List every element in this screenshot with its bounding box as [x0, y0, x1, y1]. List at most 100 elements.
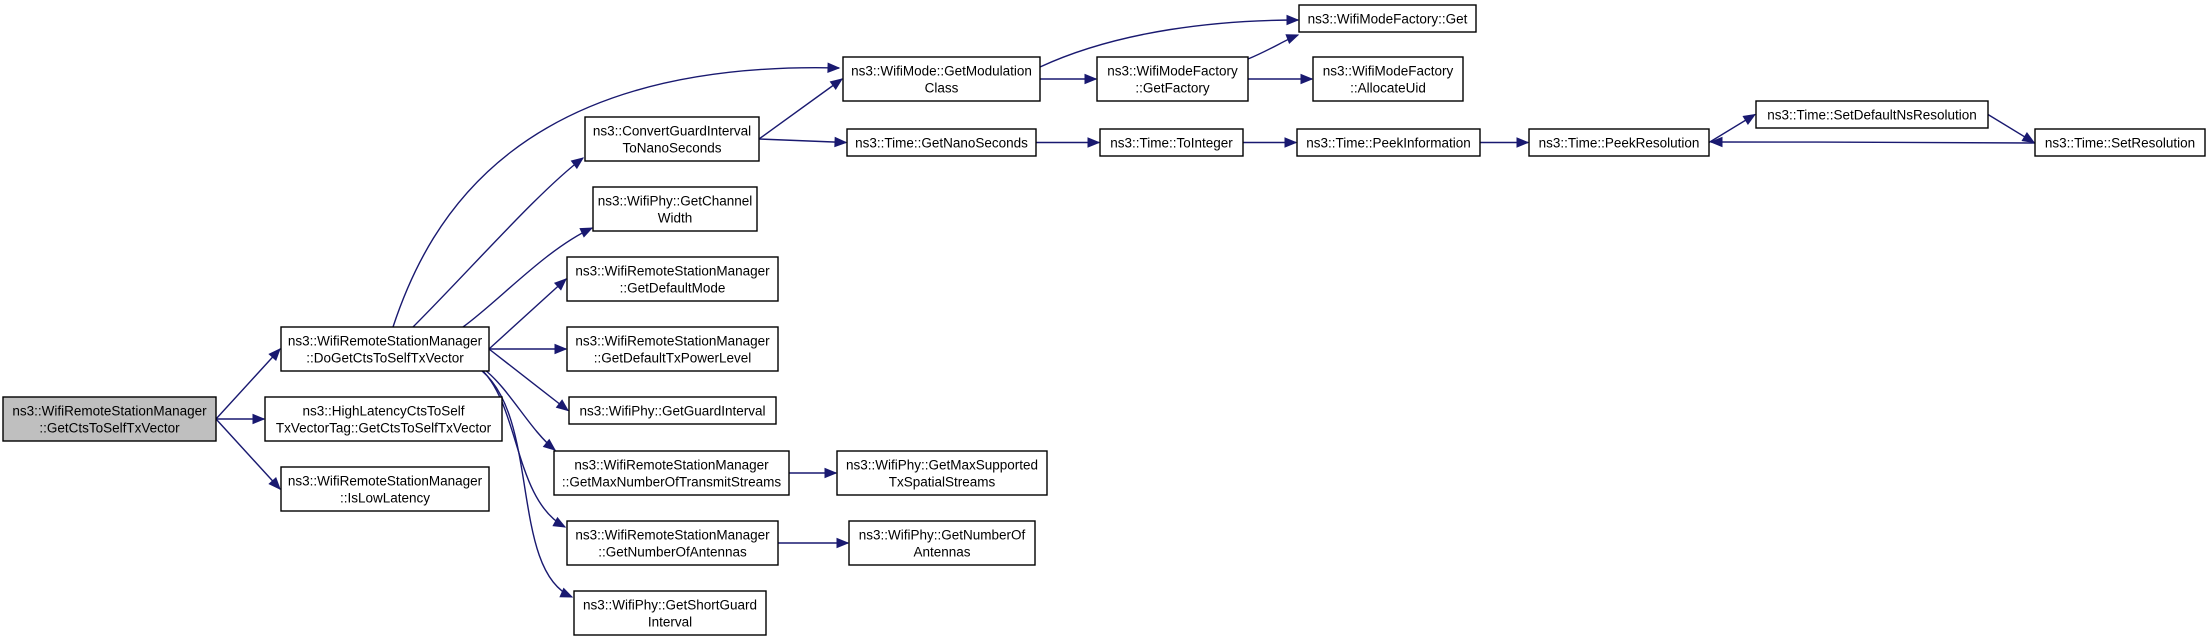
- node-box[interactable]: [848, 520, 1036, 566]
- node-box[interactable]: [280, 466, 490, 512]
- node-box[interactable]: [566, 256, 779, 302]
- arrowhead-maxstreams-to-maxsupp: [824, 467, 838, 479]
- node-defmode[interactable]: ns3::WifiRemoteStationManager::GetDefaul…: [566, 256, 779, 302]
- node-box[interactable]: [1099, 128, 1244, 157]
- edge-setres-to-peekres: [1709, 136, 2036, 148]
- edge-convgi-to-nanosec: [758, 136, 848, 148]
- arrowhead-setres-to-peekres: [1709, 136, 1723, 148]
- arrowhead-doget-to-chanw: [579, 227, 594, 238]
- node-phyant[interactable]: ns3::WifiPhy::GetNumberOfAntennas: [848, 520, 1036, 566]
- node-box[interactable]: [836, 450, 1048, 496]
- edge-doget-to-deftx: [489, 343, 568, 355]
- node-box[interactable]: [1298, 4, 1477, 33]
- node-setdef[interactable]: ns3::Time::SetDefaultNsResolution: [1755, 100, 1989, 129]
- node-box[interactable]: [573, 590, 767, 636]
- node-box[interactable]: [846, 128, 1037, 157]
- node-deftx[interactable]: ns3::WifiRemoteStationManager::GetDefaul…: [566, 326, 779, 372]
- node-setres[interactable]: ns3::Time::SetResolution: [2034, 128, 2206, 157]
- edge-getfact-to-factget: [1247, 34, 1300, 60]
- node-box[interactable]: [280, 326, 490, 372]
- node-gi[interactable]: ns3::WifiPhy::GetGuardInterval: [568, 396, 777, 425]
- node-label: ns3::WifiRemoteStationManager: [288, 474, 483, 489]
- node-highlat[interactable]: ns3::HighLatencyCtsToSelfTxVectorTag::Ge…: [264, 396, 503, 442]
- node-box[interactable]: [1312, 56, 1464, 102]
- node-box[interactable]: [592, 186, 758, 232]
- node-box[interactable]: [2, 396, 217, 442]
- edge-peekres-to-setdef: [1708, 113, 1757, 144]
- edge-getfact-to-allocuid: [1248, 73, 1314, 85]
- arrowhead-modclass-to-factget: [1286, 14, 1300, 26]
- edge-line-modclass-to-factget: [1039, 19, 1299, 68]
- node-label: ns3::WifiRemoteStationManager: [288, 334, 483, 349]
- node-box[interactable]: [566, 520, 779, 566]
- node-box[interactable]: [566, 326, 779, 372]
- node-label: ns3::Time::ToInteger: [1110, 136, 1233, 151]
- edge-numant-to-phyant: [778, 537, 850, 549]
- node-box[interactable]: [264, 396, 503, 442]
- node-label: ns3::WifiPhy::GetGuardInterval: [579, 404, 765, 419]
- node-box[interactable]: [842, 56, 1041, 102]
- node-factget[interactable]: ns3::WifiModeFactory::Get: [1298, 4, 1477, 33]
- node-box[interactable]: [1528, 128, 1710, 157]
- node-label: ns3::WifiPhy::GetShortGuard: [583, 598, 757, 613]
- node-label: TxSpatialStreams: [889, 475, 996, 490]
- arrowhead-doget-to-defmode: [553, 278, 567, 291]
- node-numant[interactable]: ns3::WifiRemoteStationManager::GetNumber…: [566, 520, 779, 566]
- arrowhead-modclass-to-getfact: [1084, 73, 1098, 85]
- edge-doget-to-convgi: [412, 157, 585, 328]
- edge-line-convgi-to-nanosec: [758, 138, 847, 144]
- node-label: ns3::WifiRemoteStationManager: [574, 458, 769, 473]
- arrowhead-doget-to-numant: [552, 516, 567, 528]
- node-box[interactable]: [1296, 128, 1481, 157]
- node-maxsupp[interactable]: ns3::WifiPhy::GetMaxSupportedTxSpatialSt…: [836, 450, 1048, 496]
- edge-line-doget-to-modclass: [392, 67, 840, 328]
- node-box[interactable]: [1096, 56, 1249, 102]
- edge-line-convgi-to-modclass: [758, 78, 843, 140]
- node-label: ns3::Time::SetDefaultNsResolution: [1767, 108, 1977, 123]
- arrowhead-nanosec-to-toint: [1087, 137, 1101, 148]
- node-box[interactable]: [2034, 128, 2206, 157]
- arrowhead-doget-to-sgi: [559, 587, 574, 598]
- node-label: ns3::Time::PeekInformation: [1306, 136, 1471, 151]
- edge-root-to-highlat: [216, 413, 266, 425]
- edge-doget-to-maxstreams: [484, 369, 557, 451]
- edge-line-doget-to-gi: [488, 348, 569, 412]
- node-box[interactable]: [584, 116, 760, 162]
- arrowhead-peekres-to-setdef: [1742, 113, 1757, 125]
- edge-toint-to-peekinfo: [1243, 137, 1298, 148]
- node-label: ns3::WifiPhy::GetChannel: [598, 194, 753, 209]
- node-label: ns3::WifiRemoteStationManager: [575, 334, 770, 349]
- arrowhead-doget-to-deftx: [554, 343, 568, 355]
- arrowhead-numant-to-phyant: [836, 537, 850, 549]
- node-label: ns3::WifiModeFactory: [1323, 64, 1454, 79]
- node-peekinfo[interactable]: ns3::Time::PeekInformation: [1296, 128, 1481, 157]
- edge-line-doget-to-sgi: [481, 370, 573, 598]
- node-doget[interactable]: ns3::WifiRemoteStationManager::DoGetCtsT…: [280, 326, 490, 372]
- edge-root-to-doget: [215, 348, 281, 420]
- arrowhead-doget-to-maxstreams: [542, 438, 557, 451]
- node-box[interactable]: [1755, 100, 1989, 129]
- node-label: ns3::ConvertGuardInterval: [593, 124, 751, 139]
- node-root[interactable]: ns3::WifiRemoteStationManager::GetCtsToS…: [2, 396, 217, 442]
- node-toint[interactable]: ns3::Time::ToInteger: [1099, 128, 1244, 157]
- node-label: ns3::WifiMode::GetModulation: [851, 64, 1032, 79]
- node-maxstreams[interactable]: ns3::WifiRemoteStationManager::GetMaxNum…: [553, 450, 790, 496]
- node-label: ns3::WifiRemoteStationManager: [575, 264, 770, 279]
- node-peekres[interactable]: ns3::Time::PeekResolution: [1528, 128, 1710, 157]
- node-box[interactable]: [568, 396, 777, 425]
- node-label: ns3::WifiModeFactory::Get: [1308, 12, 1468, 27]
- node-label: ns3::WifiModeFactory: [1107, 64, 1238, 79]
- edge-doget-to-gi: [488, 348, 570, 412]
- edge-root-to-islow: [215, 418, 281, 490]
- nodes-layer: ns3::WifiRemoteStationManager::GetCtsToS…: [2, 4, 2206, 636]
- node-islow[interactable]: ns3::WifiRemoteStationManager::IsLowLate…: [280, 466, 490, 512]
- node-box[interactable]: [553, 450, 790, 496]
- node-getfact[interactable]: ns3::WifiModeFactory::GetFactory: [1096, 56, 1249, 102]
- node-nanosec[interactable]: ns3::Time::GetNanoSeconds: [846, 128, 1037, 157]
- node-allocuid[interactable]: ns3::WifiModeFactory::AllocateUid: [1312, 56, 1464, 102]
